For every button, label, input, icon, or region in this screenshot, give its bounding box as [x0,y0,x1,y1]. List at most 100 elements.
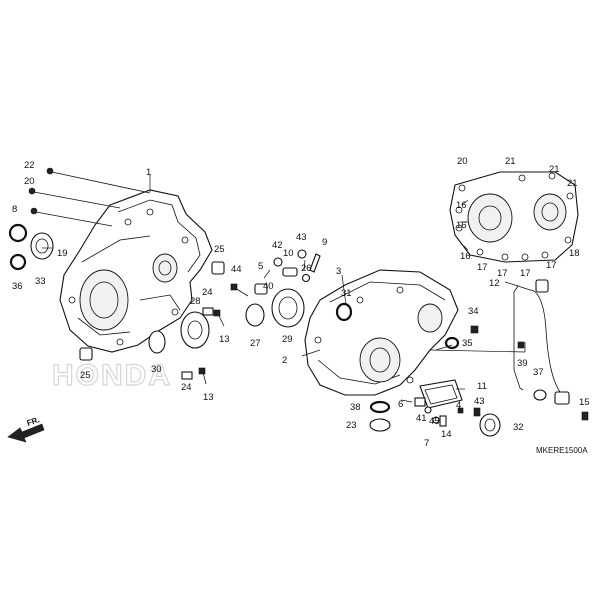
callout-16b: 16 [456,220,467,231]
callout-18: 18 [569,248,580,259]
callout-43a: 43 [296,232,307,243]
callout-9: 9 [322,237,327,248]
callout-21c: 21 [567,178,578,189]
callout-16a: 16 [456,200,467,211]
callout-11: 11 [477,381,487,392]
right-crankcase [304,269,459,396]
front-marker-text: FR. [26,415,41,428]
sleeve-10 [282,267,298,277]
callout-4: 4 [456,400,461,411]
crankcase-inset [449,171,579,263]
callout-2: 2 [282,355,287,366]
bolt-43b [473,407,481,417]
bolt-4 [457,407,464,414]
callout-5: 5 [258,261,263,272]
callout-13b: 13 [203,392,214,403]
washer-24b [181,371,193,380]
callout-17d: 17 [546,260,557,271]
sensor-harness-12 [513,279,570,405]
dowel-25 [211,261,225,275]
leader-lines [42,175,526,403]
bolt-43 [297,249,307,259]
bearing-30 [148,330,166,354]
callout-25a: 25 [214,244,225,255]
callout-42: 42 [272,240,283,251]
callout-17c: 17 [520,268,531,279]
callout-41: 41 [416,413,427,424]
washers-41-45 [424,406,440,424]
callout-10: 10 [283,248,294,259]
callout-16c: 16 [460,251,471,262]
callout-40: 40 [263,281,274,292]
oring-38 [369,400,391,414]
callout-labels: 1 2 3 4 5 6 7 8 9 10 11 12 13 13 14 15 1… [12,156,590,449]
bolt-13b [198,367,207,385]
gasket-11 [419,379,463,409]
callout-17b: 17 [497,268,508,279]
callout-1: 1 [146,167,151,178]
callout-27: 27 [250,338,261,349]
callout-21b: 21 [549,164,560,175]
callout-17a: 17 [477,262,488,273]
callout-25b: 25 [80,370,91,381]
bolt-34 [470,325,479,334]
callout-8: 8 [12,204,17,215]
seal-36 [9,253,27,271]
callout-6: 6 [398,399,403,410]
bolt-44 [230,283,249,297]
callout-28: 28 [190,296,201,307]
callout-24a: 24 [202,287,213,298]
pin-14 [439,415,447,427]
bearing-28 [180,311,210,349]
callout-20b: 20 [457,156,468,167]
callout-22: 22 [24,160,35,171]
long-bolt-22 [46,167,151,194]
callout-12: 12 [489,278,500,289]
callout-38: 38 [350,402,361,413]
diagram-code: MKERE1500A [536,446,588,455]
seal-31 [335,302,353,322]
callout-3: 3 [336,266,341,277]
callout-43b: 43 [474,396,485,407]
bolt-20-left [28,187,121,227]
left-crankcase [59,189,213,353]
seal-35 [444,336,460,350]
callout-7: 7 [424,438,429,449]
bearing-29 [271,288,305,328]
plate-9 [309,253,321,273]
dowel-25-left [79,347,93,361]
callout-37: 37 [533,367,544,378]
pin-26 [301,273,311,283]
callout-30: 30 [151,364,162,375]
callout-33: 33 [35,276,46,287]
callout-39: 39 [517,358,528,369]
callout-19: 19 [57,248,68,259]
callout-23: 23 [346,420,357,431]
bearing-27 [245,303,265,327]
callout-34: 34 [468,306,479,317]
bolt-15 [581,411,589,421]
callout-44: 44 [231,264,242,275]
callout-26: 26 [301,263,312,274]
callout-20a: 20 [24,176,35,187]
callout-35: 35 [462,338,473,349]
callout-14: 14 [441,429,452,440]
bolt-42 [273,257,283,267]
callout-32: 32 [513,422,524,433]
callout-31: 31 [341,288,352,299]
seal-32 [479,413,501,437]
callout-24b: 24 [181,382,192,393]
stopper-6 [414,397,426,407]
callout-13a: 13 [219,334,230,345]
callout-29: 29 [282,334,293,345]
callout-36: 36 [12,281,23,292]
callout-15: 15 [579,397,590,408]
oil-seal-8 [8,223,28,243]
washer-24 [202,307,214,316]
callout-45: 45 [429,416,440,427]
fitting-40 [254,283,268,295]
front-arrow: FR. [7,415,45,443]
bolt-13 [213,309,225,327]
